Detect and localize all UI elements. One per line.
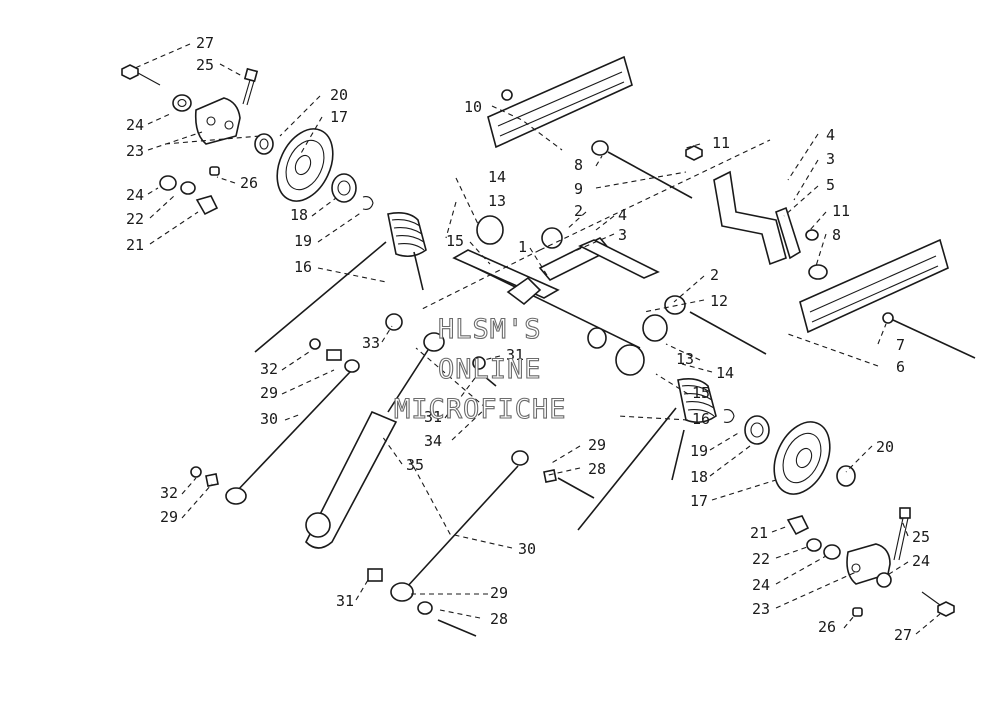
callout-22: 22: [126, 210, 144, 228]
watermark-line-2: ONLINE: [438, 354, 542, 385]
callout-31: 31: [336, 592, 354, 610]
callout-19: 19: [690, 442, 708, 460]
callout-31: 31: [506, 346, 524, 364]
callout-14: 14: [488, 168, 506, 186]
upper-left-hardware: [121, 64, 274, 216]
callout-4: 4: [826, 126, 835, 144]
callout-14: 14: [716, 364, 734, 382]
callout-9: 9: [574, 180, 583, 198]
callout-27: 27: [894, 626, 912, 644]
callout-34: 34: [424, 432, 442, 450]
shock-absorber: [305, 313, 497, 549]
callout-3: 3: [618, 226, 627, 244]
callout-31: 31: [424, 408, 442, 426]
callout-25: 25: [912, 528, 930, 546]
callout-13: 13: [488, 192, 506, 210]
callout-17: 17: [690, 492, 708, 510]
callout-24: 24: [126, 116, 144, 134]
rail-upper-left: [487, 55, 633, 149]
callout-7: 7: [896, 336, 905, 354]
callout-labels: 27 25 24 23 24 22 21 20 17 26 18 19 16 1…: [126, 34, 930, 644]
callout-21: 21: [126, 236, 144, 254]
callout-35: 35: [406, 456, 424, 474]
callout-15: 15: [692, 384, 710, 402]
callout-30: 30: [518, 540, 536, 558]
lower-link-rod: [367, 450, 595, 637]
callout-28: 28: [490, 610, 508, 628]
callout-30: 30: [260, 410, 278, 428]
watermark-line-1: HLSM'S: [438, 314, 542, 345]
callout-10: 10: [464, 98, 482, 116]
callout-24: 24: [912, 552, 930, 570]
callout-18: 18: [690, 468, 708, 486]
callout-20: 20: [876, 438, 894, 456]
callout-19: 19: [294, 232, 312, 250]
callout-25: 25: [196, 56, 214, 74]
callout-12: 12: [710, 292, 728, 310]
rail-lower-right: [799, 238, 976, 359]
callout-4: 4: [618, 206, 627, 224]
watermark-line-3: MICROFICHE: [394, 394, 567, 425]
callout-28: 28: [588, 460, 606, 478]
callout-33: 33: [362, 334, 380, 352]
callout-11: 11: [712, 134, 730, 152]
upper-right-bracket: [591, 140, 828, 280]
callout-23: 23: [752, 600, 770, 618]
callout-29: 29: [490, 584, 508, 602]
callout-1: 1: [518, 238, 527, 256]
callout-20: 20: [330, 86, 348, 104]
center-pivot-arm: [452, 215, 767, 376]
callout-13: 13: [676, 350, 694, 368]
callout-16: 16: [294, 258, 312, 276]
callout-27: 27: [196, 34, 214, 52]
callout-6: 6: [896, 358, 905, 376]
callout-18: 18: [290, 206, 308, 224]
callout-29: 29: [260, 384, 278, 402]
callout-8: 8: [832, 226, 841, 244]
callout-29: 29: [588, 436, 606, 454]
callout-2: 2: [710, 266, 719, 284]
callout-21: 21: [750, 524, 768, 542]
lower-right-hardware: [786, 507, 955, 617]
callout-8: 8: [574, 156, 583, 174]
callout-24: 24: [126, 186, 144, 204]
callout-32: 32: [160, 484, 178, 502]
callout-29: 29: [160, 508, 178, 526]
callout-2: 2: [574, 202, 583, 220]
callout-32: 32: [260, 360, 278, 378]
lower-right-spring: [577, 378, 717, 531]
callout-3: 3: [826, 150, 835, 168]
callout-11: 11: [832, 202, 850, 220]
callout-26: 26: [818, 618, 836, 636]
callout-26: 26: [240, 174, 258, 192]
callout-23: 23: [126, 142, 144, 160]
callout-15: 15: [446, 232, 464, 250]
callout-16: 16: [692, 410, 710, 428]
upper-left-spring: [254, 212, 427, 353]
callout-5: 5: [826, 176, 835, 194]
callout-17: 17: [330, 108, 348, 126]
leader-lines: [134, 43, 941, 635]
left-link-rod: [190, 338, 360, 505]
upper-left-idler-wheel: [276, 128, 374, 210]
callout-22: 22: [752, 550, 770, 568]
callout-24: 24: [752, 576, 770, 594]
watermark: HLSM'S ONLINE MICROFICHE: [393, 313, 567, 425]
lower-right-idler-wheel: [723, 409, 856, 495]
